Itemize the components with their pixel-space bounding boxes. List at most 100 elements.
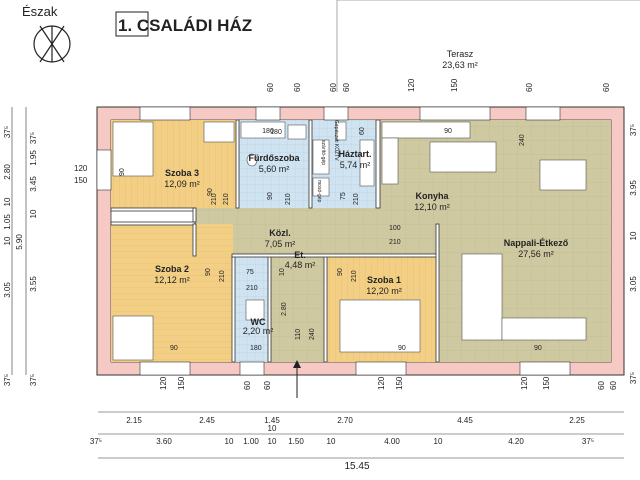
dims-bottom-openings: 120 150 60 60 120 150 120 150 60 60: [159, 376, 618, 390]
svg-text:90: 90: [267, 192, 274, 200]
svg-text:Nappali-Étkező: Nappali-Étkező: [504, 238, 569, 248]
svg-text:60: 60: [359, 127, 366, 135]
svg-text:1.95: 1.95: [29, 150, 38, 166]
svg-text:210: 210: [246, 285, 258, 292]
svg-text:15.45: 15.45: [344, 461, 369, 472]
svg-text:60: 60: [329, 83, 338, 92]
svg-text:WC: WC: [251, 317, 266, 327]
svg-text:12,12 m²: 12,12 m²: [154, 275, 190, 285]
svg-text:2.70: 2.70: [337, 416, 353, 425]
svg-text:210: 210: [223, 193, 230, 205]
svg-text:37⁵: 37⁵: [3, 126, 12, 138]
dims-bottom-row2: 37⁵ 3.60 10 1.00 10 1.50 10 4.00 10 4.20…: [90, 424, 624, 446]
svg-text:210: 210: [353, 193, 360, 205]
svg-text:10: 10: [3, 197, 12, 206]
svg-text:240: 240: [309, 328, 316, 340]
interior-walls: [110, 119, 440, 363]
svg-text:12,20 m²: 12,20 m²: [366, 286, 402, 296]
svg-text:2.25: 2.25: [569, 416, 585, 425]
svg-text:Szoba 2: Szoba 2: [155, 264, 189, 274]
svg-text:3.95: 3.95: [629, 180, 638, 196]
dims-left-outer: 37⁵ 1.95 3.45 10 5.90 3.55 37⁵: [15, 107, 38, 386]
svg-text:60: 60: [602, 83, 611, 92]
svg-text:Közl.: Közl.: [269, 228, 291, 238]
svg-text:150: 150: [74, 176, 88, 185]
svg-text:90: 90: [398, 345, 406, 352]
compass-icon: [33, 25, 71, 63]
svg-text:1.45: 1.45: [264, 416, 280, 425]
svg-text:90: 90: [337, 268, 344, 276]
room-label-furdo: Fürdőszoba 5,60 m²: [249, 153, 301, 174]
room-label-wc: WC 2,20 m²: [243, 317, 274, 336]
page-title: 1. CSALÁDI HÁZ: [118, 16, 252, 35]
svg-text:37⁵: 37⁵: [29, 132, 38, 144]
svg-text:60: 60: [266, 83, 275, 92]
svg-text:37⁵: 37⁵: [582, 437, 594, 446]
svg-text:120: 120: [407, 78, 416, 92]
svg-text:3.05: 3.05: [3, 282, 12, 298]
svg-text:2.45: 2.45: [199, 416, 215, 425]
svg-text:100: 100: [389, 225, 401, 232]
svg-text:90: 90: [205, 268, 212, 276]
svg-text:10: 10: [29, 209, 38, 218]
appliance-label-moso: mosó-gép: [316, 180, 322, 202]
svg-text:10: 10: [434, 437, 443, 446]
svg-text:60: 60: [597, 381, 606, 390]
svg-text:180: 180: [270, 129, 282, 136]
svg-text:90: 90: [170, 345, 178, 352]
svg-text:150: 150: [450, 78, 459, 92]
svg-text:180: 180: [262, 128, 274, 135]
svg-text:75: 75: [246, 269, 254, 276]
appliance-label-gepeszet: Gépészeti KÖZTV: [333, 120, 340, 161]
svg-text:12,10 m²: 12,10 m²: [414, 202, 450, 212]
room-label-kozl: Közl. 7,05 m²: [265, 228, 296, 249]
svg-text:210: 210: [211, 193, 218, 205]
svg-text:2,20 m²: 2,20 m²: [243, 326, 274, 336]
svg-text:1.50: 1.50: [288, 437, 304, 446]
svg-text:10: 10: [327, 437, 336, 446]
svg-text:120: 120: [74, 164, 88, 173]
floor-et: [270, 256, 324, 362]
svg-text:180: 180: [250, 345, 262, 352]
svg-text:4.00: 4.00: [384, 437, 400, 446]
terrace-area: 23,63 m²: [442, 60, 478, 70]
svg-text:120: 120: [520, 376, 529, 390]
svg-text:4.45: 4.45: [457, 416, 473, 425]
dims-interior: 180 180 90 90 210 90 210 75 210 60 210 9…: [119, 127, 542, 352]
svg-text:Háztart.: Háztart.: [338, 149, 371, 159]
svg-text:10: 10: [225, 437, 234, 446]
svg-text:5.90: 5.90: [15, 234, 24, 250]
room-label-szoba3: Szoba 3 12,09 m²: [164, 168, 200, 189]
svg-text:210: 210: [389, 239, 401, 246]
room-label-nappali: Nappali-Étkező 27,56 m²: [504, 238, 569, 259]
terrace-name: Terasz: [447, 49, 474, 59]
svg-text:7,05 m²: 7,05 m²: [265, 239, 296, 249]
svg-text:90: 90: [119, 168, 126, 176]
svg-text:37⁵: 37⁵: [90, 437, 102, 446]
svg-text:75: 75: [340, 192, 347, 200]
svg-text:10: 10: [268, 437, 277, 446]
svg-text:37⁵: 37⁵: [629, 372, 638, 384]
dims-top: 60 60 60 60 120 150 60 60: [266, 78, 611, 92]
svg-text:110: 110: [295, 329, 302, 340]
svg-text:5,60 m²: 5,60 m²: [259, 164, 290, 174]
furniture: [112, 121, 587, 361]
svg-text:150: 150: [542, 376, 551, 390]
svg-text:2.80: 2.80: [3, 164, 12, 180]
svg-text:210: 210: [219, 270, 226, 282]
svg-text:10: 10: [268, 424, 277, 433]
svg-text:60: 60: [525, 83, 534, 92]
room-label-szoba1: Szoba 1 12,20 m²: [366, 275, 402, 296]
svg-text:1.05: 1.05: [3, 214, 12, 230]
svg-text:60: 60: [609, 381, 618, 390]
svg-text:240: 240: [519, 134, 526, 146]
dims-bottom-row1: 2.15 2.45 1.45 2.70 4.45 2.25: [98, 411, 624, 425]
svg-text:37⁵: 37⁵: [629, 124, 638, 136]
svg-text:3.60: 3.60: [156, 437, 172, 446]
svg-text:Et.: Et.: [294, 250, 306, 260]
dims-right: 37⁵ 3.95 10 3.05 37⁵: [629, 124, 638, 384]
svg-text:60: 60: [293, 83, 302, 92]
svg-text:5,74 m²: 5,74 m²: [340, 160, 371, 170]
svg-text:3.45: 3.45: [29, 176, 38, 192]
svg-text:210: 210: [285, 193, 292, 205]
